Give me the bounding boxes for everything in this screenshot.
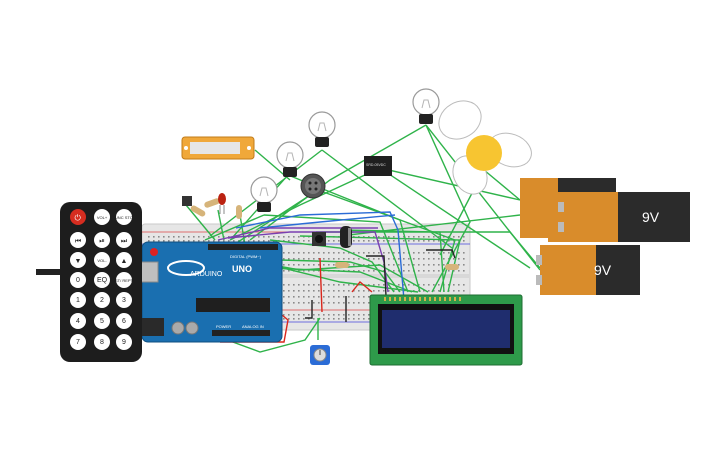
light-bulb-3[interactable] <box>276 141 304 177</box>
remote-down-button[interactable]: ▼ <box>70 252 86 268</box>
remote-up-button[interactable]: ▲ <box>116 252 132 268</box>
remote-digit-0[interactable]: 0 <box>70 272 86 288</box>
arduino-digital-label: DIGITAL (PWM~) <box>230 254 262 259</box>
arduino-brand: ARDUINO <box>190 271 223 278</box>
arduino-model: UNO <box>232 264 252 274</box>
remote-digit-3[interactable]: 3 <box>116 292 132 308</box>
remote-func-stop-button[interactable]: FUNC STOP <box>112 209 136 225</box>
remote-power-button[interactable]: ⏻ <box>70 209 86 225</box>
remote-digit-7[interactable]: 7 <box>70 334 86 350</box>
remote-digit-4-label: 4 <box>76 318 80 325</box>
light-bulbs <box>250 88 440 212</box>
arduino-analog-label: ANALOG IN <box>242 324 264 329</box>
analog-header <box>212 330 270 336</box>
remote-digit-2[interactable]: 2 <box>94 292 110 308</box>
remote-func-stop-button-label: FUNC STOP <box>112 215 135 220</box>
battery-2-label: 9V <box>594 262 612 278</box>
remote-digit-3-label: 3 <box>122 297 126 304</box>
remote-digit-6-label: 6 <box>122 318 126 325</box>
arduino-power-label: POWER <box>216 324 231 329</box>
remote-buttons: ⏻ VOL+ FUNC STOP ⏮ ⏯ ⏭ ▼ ▲ VOL- EQ ST/ REPT 0 1 2 3 4 5 6… <box>70 209 136 350</box>
arduino-logo <box>167 260 205 276</box>
remote-digit-5-label: 5 <box>100 318 104 325</box>
relay-label: SRD-05VDC <box>366 163 386 167</box>
remote-next-button[interactable]: ⏭ <box>116 232 132 248</box>
remote-digit-2-label: 2 <box>100 297 104 304</box>
remote-digit-4[interactable]: 4 <box>70 313 86 329</box>
light-bulb-4[interactable] <box>250 176 278 212</box>
remote-eq-button[interactable]: EQ <box>94 272 110 288</box>
remote-digit-1-label: 1 <box>76 297 80 304</box>
fan-motor[interactable] <box>432 93 536 200</box>
svg-text:⏭: ⏭ <box>121 238 128 245</box>
remote-vol-down-button-label: VOL- <box>97 258 107 263</box>
capacitor <box>340 226 352 248</box>
remote-prev-button[interactable]: ⏮ <box>70 232 86 248</box>
light-bulb-1[interactable] <box>412 88 440 124</box>
svg-text:▼: ▼ <box>75 258 82 265</box>
remote-digit-9-label: 9 <box>122 339 126 346</box>
digital-header <box>208 244 278 250</box>
lcd-pins <box>384 297 461 301</box>
atmega-chip <box>196 298 270 312</box>
arduino-uno-board[interactable]: ARDUINO UNO DIGITAL (PWM~) POWER ANALOG … <box>135 241 283 343</box>
remote-digit-8[interactable]: 8 <box>94 334 110 350</box>
svg-text:▲: ▲ <box>121 258 128 265</box>
potentiometer[interactable] <box>310 345 330 365</box>
gas-sensor[interactable] <box>300 173 326 199</box>
remote-st-rept-button-label: ST/ REPT <box>115 278 134 283</box>
battery-2[interactable]: 9V <box>536 245 640 295</box>
svg-text:⏮: ⏮ <box>75 238 81 245</box>
remote-digit-0-label: 0 <box>76 277 80 284</box>
sensor-module[interactable] <box>181 136 255 160</box>
remote-digit-7-label: 7 <box>76 339 80 346</box>
light-bulb-2[interactable] <box>308 111 336 147</box>
remote-eq-button-label: EQ <box>97 277 108 284</box>
relay[interactable]: SRD-05VDC <box>364 156 392 176</box>
power-jack <box>142 318 164 336</box>
ir-receiver[interactable] <box>182 196 192 206</box>
remote-digit-5[interactable]: 5 <box>94 313 110 329</box>
lcd-display[interactable] <box>369 294 523 366</box>
pushbutton[interactable] <box>312 232 326 246</box>
remote-digit-6[interactable]: 6 <box>116 313 132 329</box>
remote-st-rept-button[interactable]: ST/ REPT <box>115 272 134 288</box>
remote-play-pause-button[interactable]: ⏯ <box>94 232 110 248</box>
reset-button <box>150 248 158 256</box>
resistor-group <box>190 198 459 270</box>
remote-vol-up-button-label: VOL+ <box>97 215 108 220</box>
battery-1-label: 9V <box>642 209 660 225</box>
red-led[interactable] <box>218 193 226 214</box>
ir-remote[interactable]: ⏻ VOL+ FUNC STOP ⏮ ⏯ ⏭ ▼ ▲ VOL- EQ ST/ REPT 0 1 2 3 4 5 6… <box>36 202 142 362</box>
svg-text:⏻: ⏻ <box>75 214 82 223</box>
remote-digit-9[interactable]: 9 <box>116 334 132 350</box>
remote-vol-down-button[interactable]: VOL- <box>94 252 110 268</box>
remote-digit-1[interactable]: 1 <box>70 292 86 308</box>
svg-text:⏯: ⏯ <box>99 238 105 245</box>
remote-digit-8-label: 8 <box>100 339 104 346</box>
battery-1[interactable]: 9V <box>558 192 690 242</box>
remote-vol-up-button[interactable]: VOL+ <box>94 209 110 225</box>
